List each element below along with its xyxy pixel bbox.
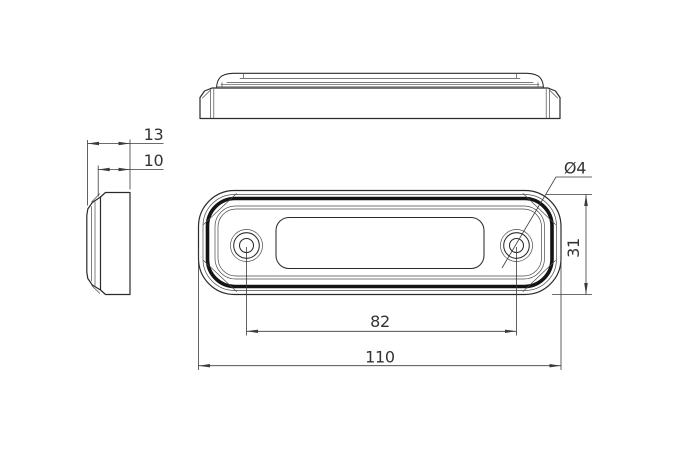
dim-hole-diameter-label: Ø4 — [564, 159, 586, 178]
housing-base-outline — [199, 87, 561, 120]
arrowhead — [87, 141, 99, 146]
arrowhead — [246, 329, 258, 333]
dim-depth-total-label: 13 — [144, 125, 164, 144]
bezel-inner-line — [217, 208, 542, 277]
dim-depth-front-label: 10 — [144, 151, 164, 170]
side-profile-view — [86, 191, 131, 296]
side-lens-bevel — [91, 285, 101, 294]
arrowhead — [198, 364, 210, 368]
arrowhead — [118, 141, 130, 146]
leader-line — [501, 176, 592, 269]
corner-chamfer-top-right — [522, 193, 556, 225]
bezel-band — [205, 196, 554, 289]
arrowhead — [118, 167, 130, 172]
dim-width: 110 — [198, 248, 562, 370]
outer-outline — [197, 189, 562, 296]
base-bevel-left — [202, 89, 212, 99]
lens-cap-outline — [215, 72, 545, 89]
dim-hole-spacing-label: 82 — [370, 312, 390, 331]
dim-width-label: 110 — [365, 347, 395, 366]
dim-depth-front: 10 — [97, 151, 164, 197]
corner-chamfer-bottom-right — [522, 260, 556, 292]
dim-height-label: 31 — [564, 238, 583, 258]
arrowhead — [505, 329, 517, 333]
top-profile-view — [199, 72, 561, 120]
base-bevel-right — [548, 89, 558, 99]
dim-hole-diameter: Ø4 — [501, 159, 592, 269]
inner-outline — [202, 194, 557, 291]
lens-window — [275, 216, 485, 270]
dimensions: 13 10 Ø4 31 — [87, 125, 592, 370]
side-lens-outline — [86, 196, 102, 291]
arrowhead — [584, 194, 588, 206]
bezel-inner-line — [214, 205, 545, 280]
front-view — [197, 189, 562, 296]
dim-height: 31 — [546, 194, 592, 295]
arrowhead — [98, 167, 110, 172]
dim-hole-spacing: 82 — [246, 247, 517, 336]
arrowhead — [549, 364, 561, 368]
side-body-outline — [99, 191, 131, 296]
corner-chamfer-top-left — [203, 193, 237, 225]
arrowhead — [584, 283, 588, 295]
dim-depth-total: 13 — [87, 125, 164, 206]
corner-chamfer-bottom-left — [203, 260, 237, 292]
